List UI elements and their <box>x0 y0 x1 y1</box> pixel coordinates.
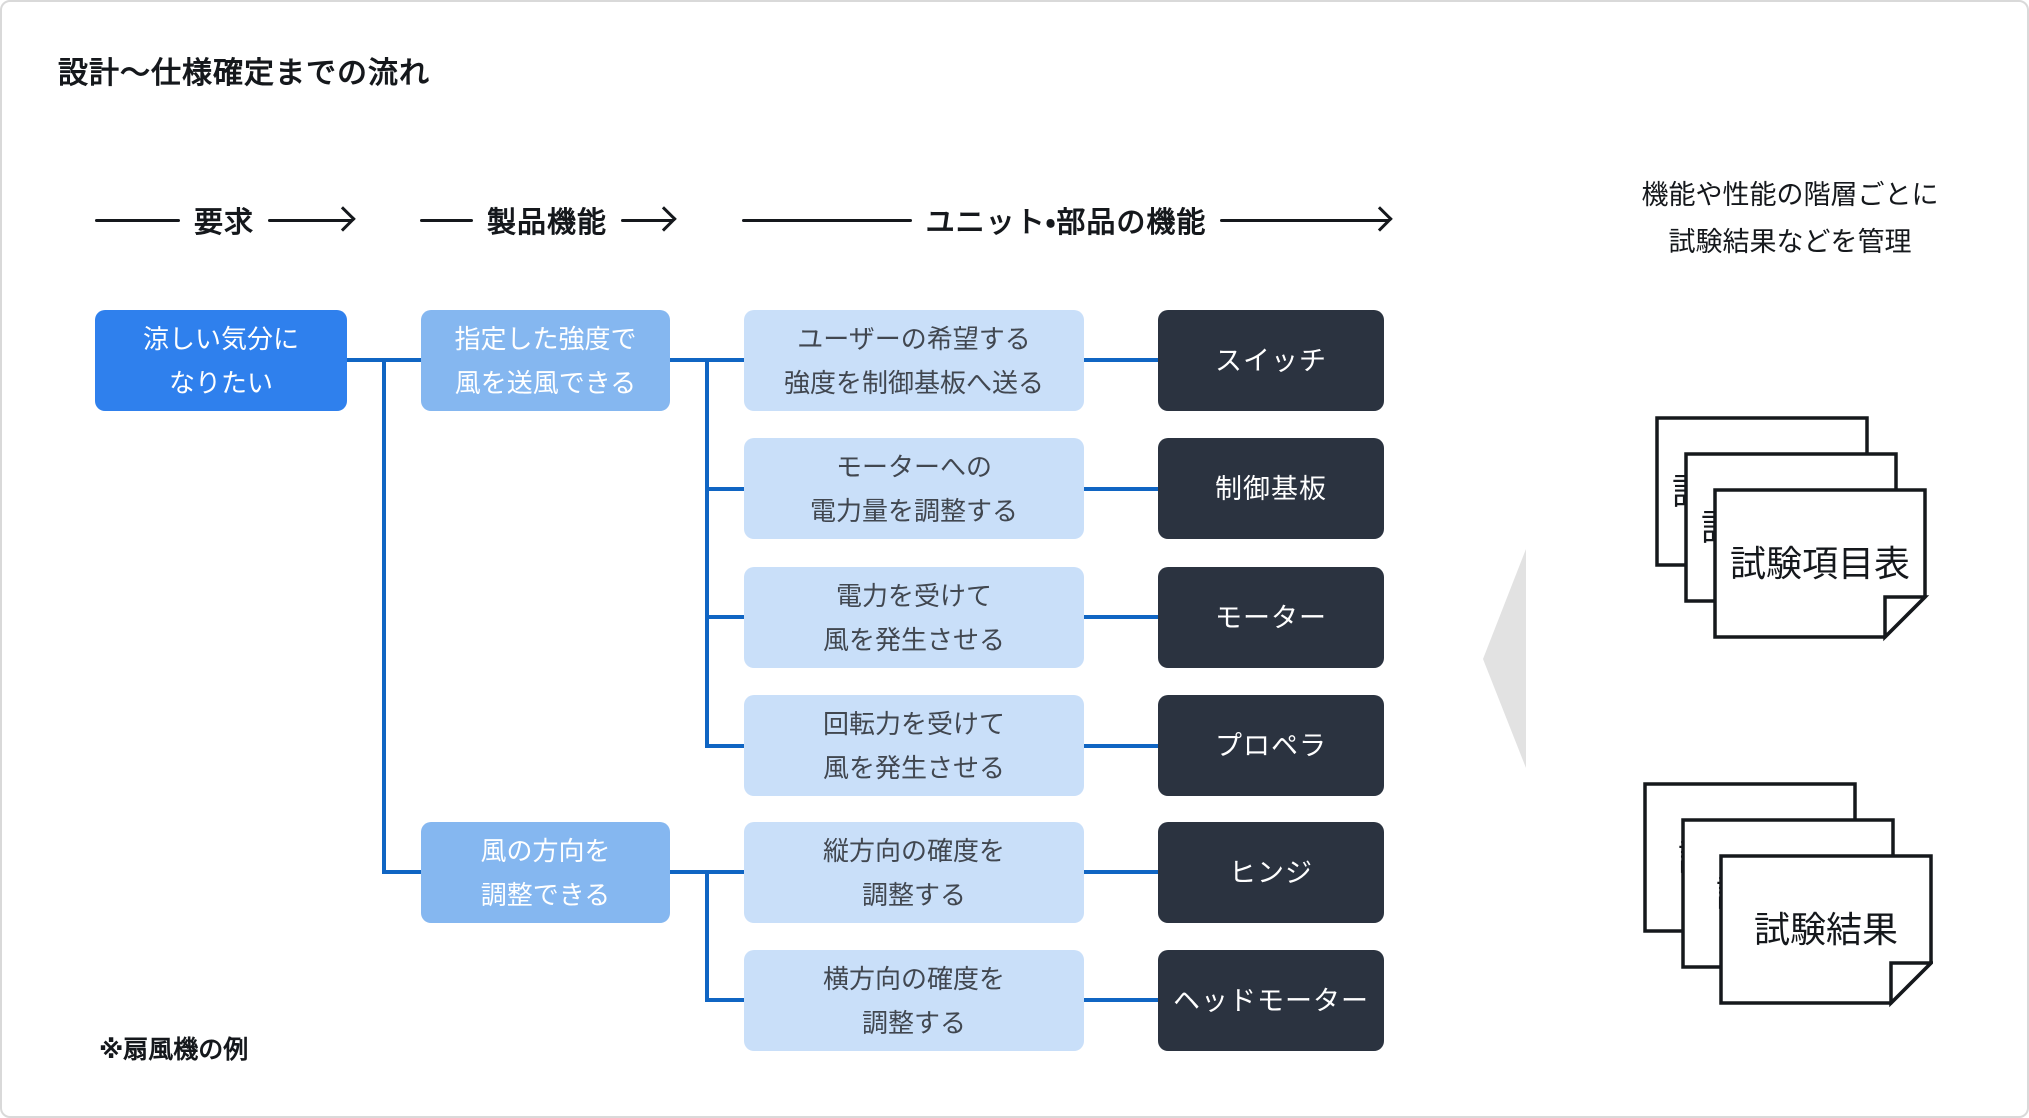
product-function-text: 風を送風できる <box>454 367 637 398</box>
arrow-left-icon <box>1483 549 1526 768</box>
unit-function-text: 強度を制御基板へ送る <box>783 367 1044 398</box>
part-box-motor: モーター <box>1158 567 1384 668</box>
column-header-unit-part-functions: ユニット・部品の機能 <box>742 198 1390 242</box>
folded-corner-icon <box>1889 961 1933 1008</box>
column-header-label: 要求 <box>194 207 255 239</box>
annotation-line: 機能や性能の階層ごとに <box>1641 180 1939 210</box>
arrow-right-icon <box>621 218 675 222</box>
part-label: スイッチ <box>1215 345 1327 376</box>
part-box-propeller: プロペラ <box>1158 695 1384 796</box>
page-title: 設計〜仕様確定までの流れ <box>58 57 430 90</box>
header-line <box>742 218 912 222</box>
product-function-text: 調整できる <box>480 879 611 910</box>
unit-function-text: ユーザーの希望する <box>797 323 1031 354</box>
part-label: ヒンジ <box>1229 857 1313 888</box>
unit-function-box: 電力を受けて 風を発生させる <box>744 567 1084 668</box>
unit-function-text: 風を発生させる <box>822 624 1005 655</box>
unit-function-text: モーターへの <box>835 451 992 482</box>
unit-function-box: 縦方向の確度を 調整する <box>744 822 1084 923</box>
unit-function-text: 調整する <box>861 1007 966 1038</box>
column-header-requirements: 要求 <box>95 198 354 242</box>
header-line <box>420 218 473 222</box>
document-stack-test-items: 試験項目表 試験項目表 試験項目表 <box>1655 416 1930 642</box>
requirement-text: なりたい <box>168 367 273 398</box>
annotation-text: 機能や性能の階層ごとに 試験結果などを管理 <box>1602 172 1978 266</box>
unit-function-text: 縦方向の確度を <box>822 835 1005 866</box>
document-label: 試験項目表 <box>1730 543 1910 584</box>
unit-function-box: ユーザーの希望する 強度を制御基板へ送る <box>744 310 1084 411</box>
unit-function-box: モーターへの 電力量を調整する <box>744 438 1084 539</box>
part-label: ヘッドモーター <box>1173 985 1369 1016</box>
arrow-right-icon <box>1220 218 1390 222</box>
unit-function-text: 風を発生させる <box>822 752 1005 783</box>
arrow-right-icon <box>268 218 354 222</box>
column-header-label: 製品機能 <box>487 207 608 239</box>
part-box-head-motor: ヘッドモーター <box>1158 950 1384 1051</box>
footnote: ※扇風機の例 <box>99 1036 249 1064</box>
column-header-product-functions: 製品機能 <box>420 198 675 242</box>
unit-function-text: 電力量を調整する <box>809 495 1018 526</box>
unit-function-text: 横方向の確度を <box>822 963 1005 994</box>
header-line <box>95 218 180 222</box>
unit-function-box: 回転力を受けて 風を発生させる <box>744 695 1084 796</box>
unit-function-text: 調整する <box>861 879 966 910</box>
part-label: 制御基板 <box>1215 473 1327 504</box>
part-label: モーター <box>1215 602 1327 633</box>
product-function-box-direction: 風の方向を 調整できる <box>421 822 670 923</box>
part-box-hinge: ヒンジ <box>1158 822 1384 923</box>
part-box-control-board: 制御基板 <box>1158 438 1384 539</box>
unit-function-box: 横方向の確度を 調整する <box>744 950 1084 1051</box>
product-function-text: 風の方向を <box>480 835 611 866</box>
unit-function-text: 電力を受けて <box>835 580 992 611</box>
document-label: 試験結果 <box>1754 909 1898 950</box>
folded-corner-icon <box>1883 595 1930 642</box>
annotation-line: 試験結果などを管理 <box>1668 227 1912 257</box>
column-header-label: ユニット・部品の機能 <box>925 207 1207 239</box>
product-function-box-airflow: 指定した強度で 風を送風できる <box>421 310 670 411</box>
part-box-switch: スイッチ <box>1158 310 1384 411</box>
document-stack-test-results: 試験結果 試験結果 試験結果 <box>1643 782 1933 1008</box>
requirement-box: 涼しい気分に なりたい <box>95 310 347 411</box>
part-label: プロペラ <box>1215 730 1327 761</box>
requirement-text: 涼しい気分に <box>142 323 299 354</box>
product-function-text: 指定した強度で <box>454 323 637 354</box>
unit-function-text: 回転力を受けて <box>822 708 1005 739</box>
